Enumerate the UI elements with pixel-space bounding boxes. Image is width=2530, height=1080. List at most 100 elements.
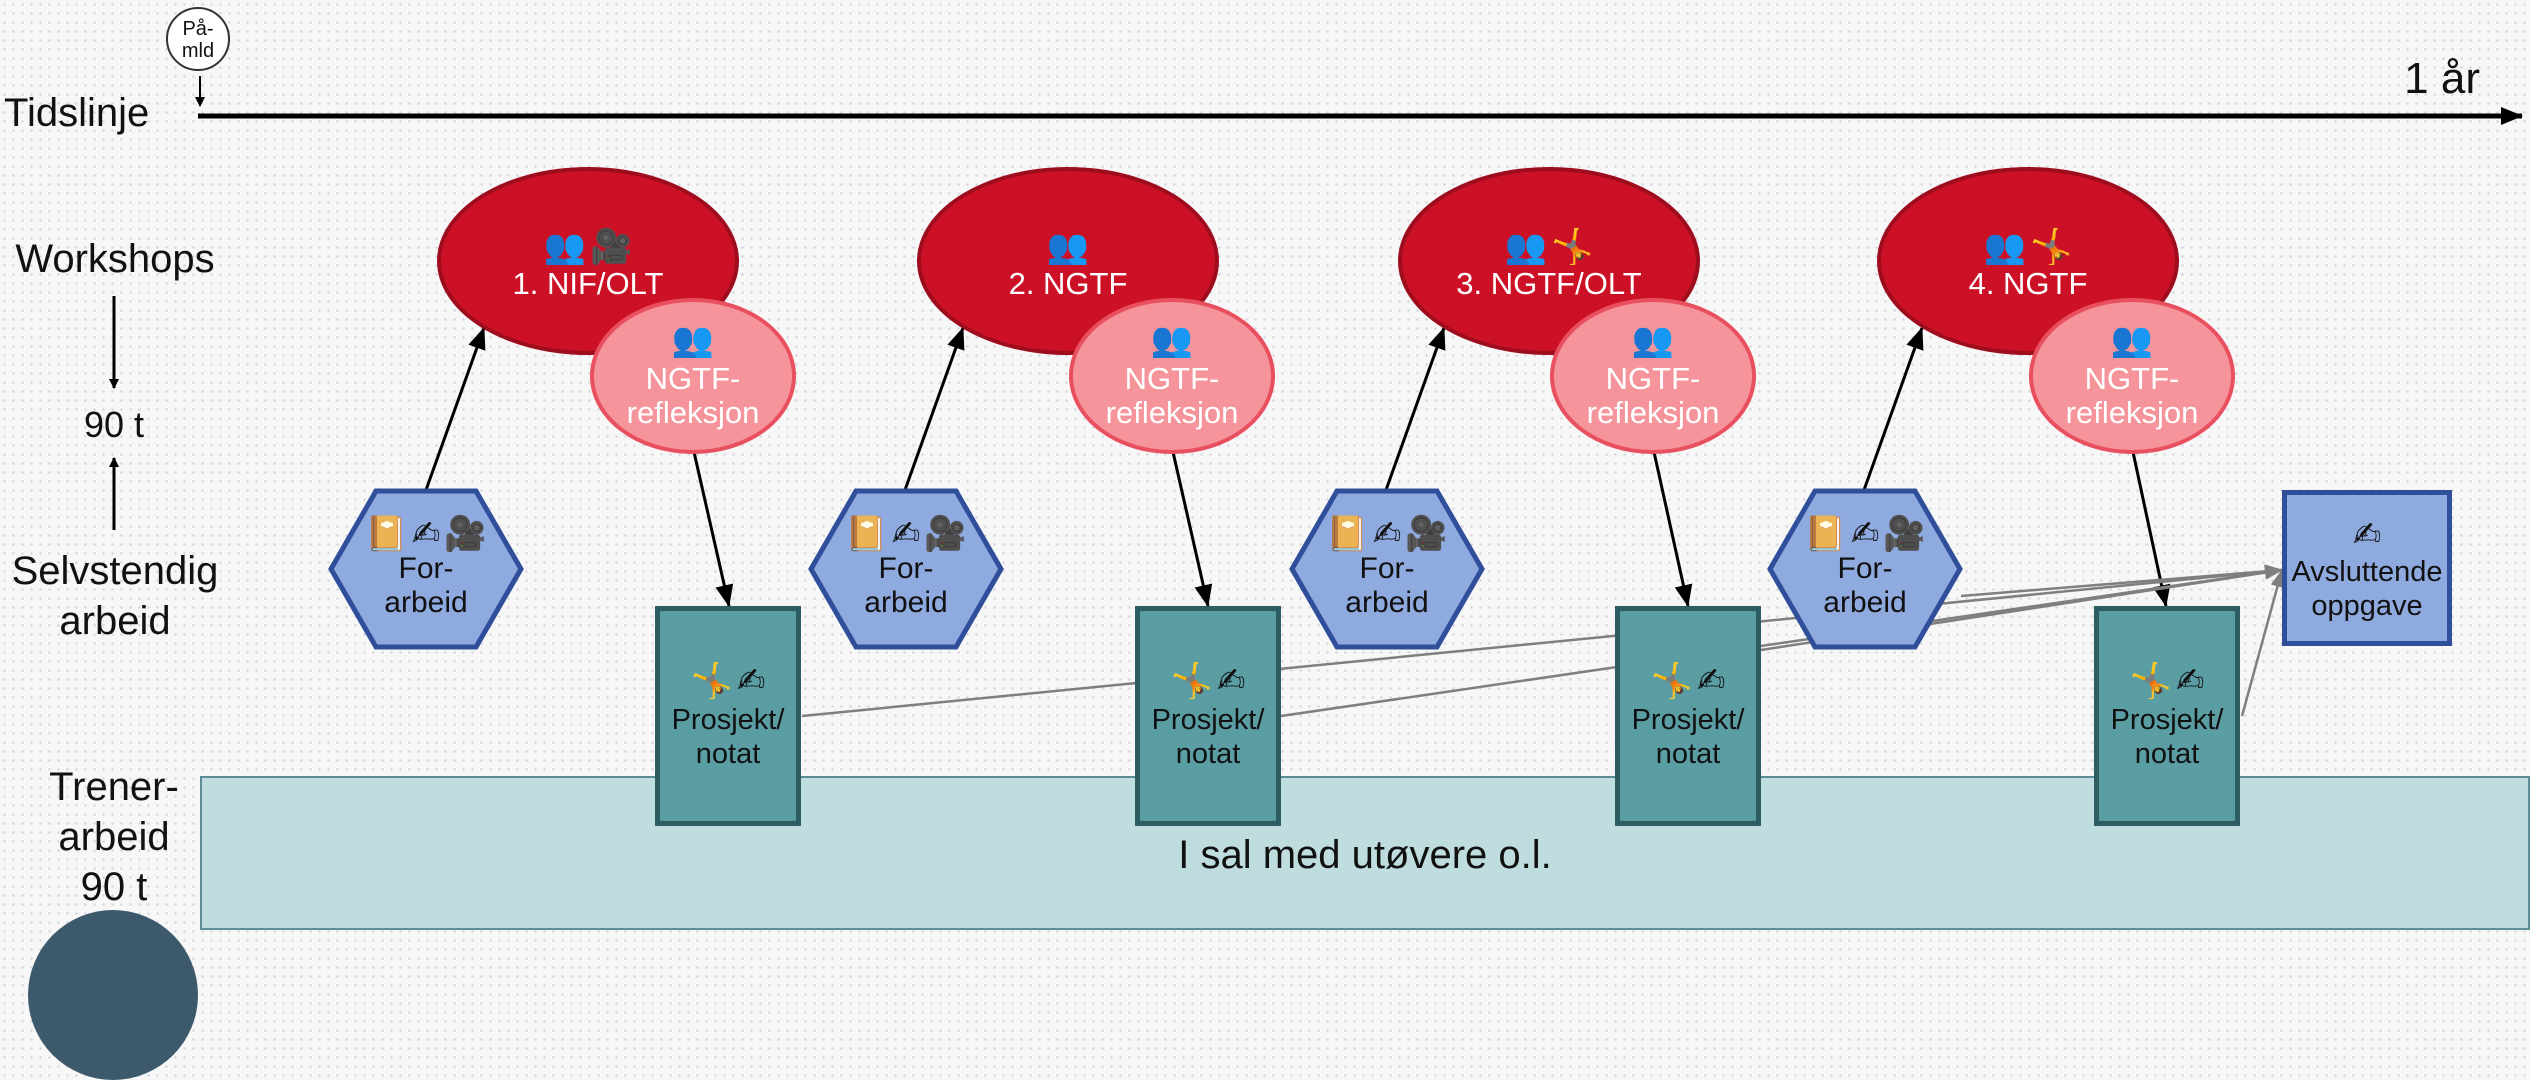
- dancer-icon: 🤸: [690, 662, 733, 700]
- project-note-1: 🤸✍ Prosjekt/notat: [655, 606, 801, 826]
- training-hall-band: I sal med utøvere o.l.: [200, 776, 2530, 930]
- corner-circle: [28, 910, 198, 1080]
- workshop-3-icons: 👥🤸: [1402, 229, 1696, 265]
- reflection-line1: NGTF-: [2084, 361, 2180, 396]
- arrow-forarbeid-4: [1862, 327, 1924, 491]
- workshop-label: 2. NGTF: [1008, 266, 1128, 301]
- forarbeid-text: For-arbeid: [1289, 552, 1485, 620]
- book-icon: 📔: [1326, 515, 1369, 553]
- reflection-text: NGTF-refleksjon: [1073, 362, 1271, 430]
- note-2-icons: 🤸✍: [1140, 663, 1276, 699]
- final-task-line2: oppgave: [2311, 590, 2423, 622]
- arrow-forarbeid-2: [903, 327, 965, 491]
- forarbeid-line2: arbeid: [864, 586, 948, 619]
- trainer-line2: arbeid: [58, 815, 170, 859]
- reflection-line1: NGTF-: [1124, 361, 1220, 396]
- connectors-layer: [109, 76, 2523, 718]
- reflection-text: NGTF-refleksjon: [1554, 362, 1752, 430]
- forarbeid-3-icons: 📔✍🎥: [1289, 516, 1485, 552]
- dancer-icon: 🤸: [2129, 662, 2172, 700]
- final-task-box: ✍ Avsluttende oppgave: [2282, 490, 2452, 646]
- people-icon: 👥: [2110, 321, 2154, 359]
- arrow-reflection-1: [692, 451, 734, 607]
- registration-marker: På- mld: [166, 7, 230, 71]
- reflection-text: NGTF-refleksjon: [594, 362, 792, 430]
- trainer-line1: Trener-: [49, 765, 179, 809]
- workshop-2-icons: 👥: [921, 229, 1215, 265]
- note-1-icons: 🤸✍: [660, 663, 796, 699]
- people-icon: 👥: [671, 321, 715, 359]
- reflection-4-icons: 👥: [2033, 322, 2231, 358]
- camera-icon: 🎥: [590, 228, 633, 266]
- people-icon: 👥: [1631, 321, 1675, 359]
- book-icon: 📔: [365, 515, 408, 553]
- writing-hand-icon: ✍: [1372, 515, 1402, 553]
- note-line2: notat: [2134, 738, 2200, 770]
- arrow-note-4-final: [2240, 569, 2285, 717]
- forarbeid-4: 📔✍🎥For-arbeid: [1767, 488, 1963, 650]
- note-text: Prosjekt/notat: [660, 703, 796, 771]
- marker-label-line2: mld: [181, 40, 215, 62]
- note-line1: Prosjekt/: [1631, 704, 1745, 736]
- arrow-note-1-final: [801, 564, 2283, 718]
- reflection-line1: NGTF-: [1605, 361, 1701, 396]
- reflection-line1: NGTF-: [645, 361, 741, 396]
- reflection-2-icons: 👥: [1073, 322, 1271, 358]
- marker-label-line1: På-: [182, 18, 214, 40]
- note-text: Prosjekt/notat: [1620, 703, 1756, 771]
- workshop-2: 👥2. NGTF: [917, 167, 1219, 355]
- camera-icon: 🎥: [1405, 515, 1448, 553]
- note-line1: Prosjekt/: [1151, 704, 1265, 736]
- forarbeid-line2: arbeid: [1345, 586, 1429, 619]
- arrow-note-2-final: [1280, 565, 2283, 718]
- forarbeid-hexagon-shape: [1767, 488, 1963, 650]
- reflection-line2: refleksjon: [1586, 395, 1720, 430]
- reflection-line2: refleksjon: [626, 395, 760, 430]
- writing-hand-icon: ✍: [1850, 515, 1880, 553]
- writing-hand-icon: ✍: [1216, 662, 1246, 700]
- camera-icon: 🎥: [1883, 515, 1926, 553]
- forarbeid-line1: For-: [878, 552, 934, 585]
- people-icon: 👥: [1504, 228, 1547, 266]
- note-line2: notat: [1175, 738, 1241, 770]
- note-line1: Prosjekt/: [2110, 704, 2224, 736]
- forarbeid-3: 📔✍🎥For-arbeid: [1289, 488, 1485, 650]
- workshop-4-icons: 👥🤸: [1881, 229, 2175, 265]
- note-line2: notat: [695, 738, 761, 770]
- forarbeid-hexagon: [808, 488, 1004, 650]
- workshop-label: 1. NIF/OLT: [512, 266, 664, 301]
- forarbeid-text: For-arbeid: [808, 552, 1004, 620]
- forarbeid-line2: arbeid: [384, 586, 468, 619]
- forarbeid-1: 📔✍🎥For-arbeid: [328, 488, 524, 650]
- forarbeid-line1: For-: [1359, 552, 1415, 585]
- final-task-text: Avsluttende oppgave: [2287, 555, 2447, 623]
- forarbeid-line1: For-: [398, 552, 454, 585]
- project-note-3: 🤸✍Prosjekt/notat: [1615, 606, 1761, 826]
- project-note-2: 🤸✍ Prosjekt/notat: [1135, 606, 1281, 826]
- workshop-label: 4. NGTF: [1968, 266, 2088, 301]
- reflection-line2: refleksjon: [1105, 395, 1239, 430]
- forarbeid-line2: arbeid: [1823, 586, 1907, 619]
- book-icon: 📔: [845, 515, 888, 553]
- camera-icon: 🎥: [444, 515, 487, 553]
- book-icon: 📔: [1804, 515, 1847, 553]
- hours-label-workshops: 90 t: [83, 404, 145, 445]
- writing-hand-icon: ✍: [411, 515, 441, 553]
- forarbeid-2: 📔✍🎥For-arbeid: [808, 488, 1004, 650]
- reflection-4: 👥NGTF-refleksjon: [2029, 298, 2235, 454]
- people-icon: 👥: [1046, 228, 1090, 266]
- note-line2: notat: [1655, 738, 1721, 770]
- note-text: Prosjekt/notat: [2099, 703, 2235, 771]
- dancer-icon: 🤸: [1170, 662, 1213, 700]
- people-icon: 👥: [1150, 321, 1194, 359]
- camera-icon: 🎥: [924, 515, 967, 553]
- self-work-label: Selvstendig arbeid: [0, 546, 230, 646]
- note-line1: Prosjekt/: [671, 704, 785, 736]
- forarbeid-1-icons: 📔✍🎥: [328, 516, 524, 552]
- forarbeid-2-icons: 📔✍🎥: [808, 516, 1004, 552]
- trainer-work-label: Trener- arbeid 90 t: [24, 762, 204, 912]
- forarbeid-text: For-arbeid: [328, 552, 524, 620]
- reflection-1: 👥NGTF-refleksjon: [590, 298, 796, 454]
- reflection-3: 👥NGTF-refleksjon: [1550, 298, 1756, 454]
- forarbeid-hexagon-shape: [328, 488, 524, 650]
